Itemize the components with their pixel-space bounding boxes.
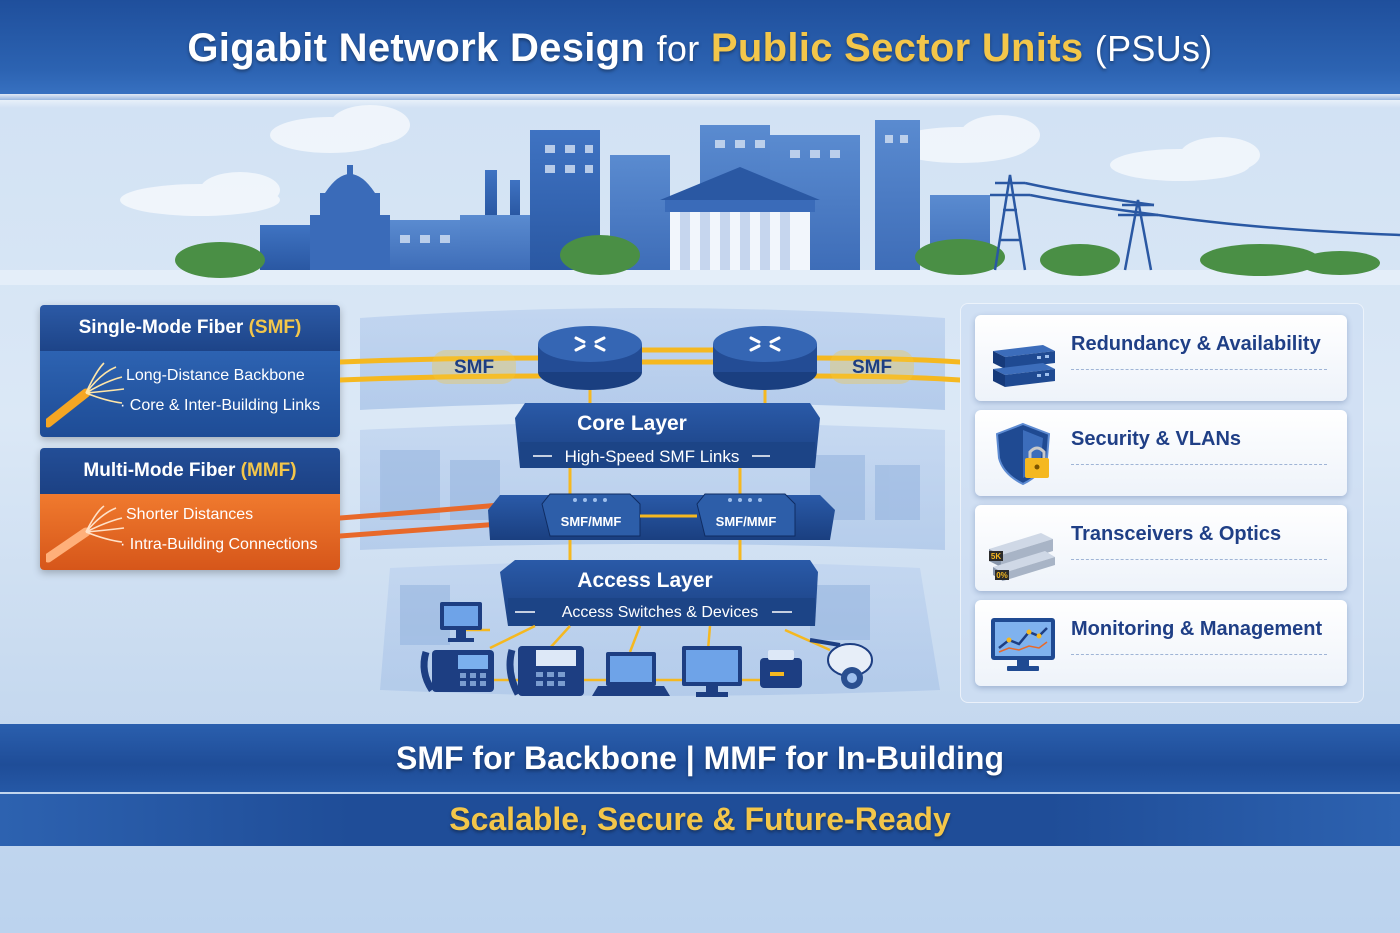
summary-band: SMF for Backbone | MMF for In-Building: [0, 724, 1400, 792]
access-point-icon: [760, 650, 802, 688]
access-layer-subtitle: Access Switches & Devices: [562, 604, 759, 621]
smf-label-right: SMF: [830, 350, 914, 384]
distribution-switch-left: SMF/MMF: [541, 493, 641, 537]
title-accent: Public Sector Units: [710, 26, 1084, 70]
title-main: Gigabit Network Design: [187, 26, 646, 70]
core-layer-title: Core Layer: [577, 412, 687, 435]
capitol-building: [310, 165, 390, 270]
smf-panel-body: Long-Distance Backbone · Core & Inter-Bu…: [40, 351, 340, 437]
feature-card-transceivers: 5K 0% Transceivers & Optics: [975, 505, 1347, 591]
mmf-panel-heading: Multi-Mode Fiber (MMF): [40, 448, 340, 494]
smf-panel: Single-Mode Fiber (SMF) Long-Distance Ba…: [40, 305, 340, 437]
smf-panel-heading: Single-Mode Fiber (SMF): [40, 305, 340, 351]
power-tower-icon: [990, 174, 1400, 271]
transceiver-tag: 0%: [996, 571, 1008, 580]
ip-phone-icon: [420, 650, 494, 692]
feature-card-label: Security & VLANs: [1071, 428, 1242, 450]
desktop-monitor-icon: [682, 646, 742, 697]
smf-heading-abbr: (SMF): [248, 317, 302, 338]
svg-text:SMF: SMF: [454, 357, 494, 378]
distribution-switch-left-label: SMF/MMF: [561, 514, 622, 529]
divider: [1071, 654, 1327, 655]
mmf-panel: Multi-Mode Fiber (MMF) Shorter Distances…: [40, 448, 340, 570]
tagline-band: Scalable, Secure & Future-Ready: [0, 794, 1400, 846]
smf-line-1: Long-Distance Backbone: [126, 367, 305, 384]
feature-card-security: Security & VLANs: [975, 410, 1347, 496]
feature-card-monitoring: Monitoring & Management: [975, 600, 1347, 686]
access-layer-title: Access Layer: [577, 569, 712, 592]
svg-text:SMF: SMF: [852, 357, 892, 378]
feature-card-label: Redundancy & Availability: [1071, 333, 1321, 355]
mmf-heading-abbr: (MMF): [240, 460, 297, 481]
tagline-text: Scalable, Secure & Future-Ready: [449, 801, 951, 837]
title-for: for: [656, 28, 700, 69]
desktop-monitor-icon: [440, 602, 482, 642]
shield-lock-icon: [995, 422, 1051, 486]
cloud: [120, 105, 1260, 216]
distribution-switch-right-label: SMF/MMF: [716, 514, 777, 529]
access-layer-block: Access Layer Access Switches & Devices: [500, 560, 818, 626]
core-layer-subtitle: High-Speed SMF Links: [565, 447, 740, 466]
mmf-line-1: Shorter Distances: [126, 506, 254, 523]
city-skyline-illustration: [0, 105, 1400, 285]
title-banner: Gigabit Network Design for Public Sector…: [0, 0, 1400, 108]
mmf-panel-body: Shorter Distances · Intra-Building Conne…: [40, 494, 340, 570]
monitor-chart-icon: [991, 618, 1055, 671]
feature-card-redundancy: Redundancy & Availability: [975, 315, 1347, 401]
smf-line-2: · Core & Inter-Building Links: [120, 397, 321, 414]
security-camera-icon: [809, 638, 873, 689]
divider: [1071, 464, 1327, 465]
courthouse-building: [660, 167, 820, 270]
smf-heading-text: Single-Mode Fiber: [78, 317, 244, 338]
feature-card-label: Monitoring & Management: [1071, 618, 1323, 640]
feature-card-label: Transceivers & Optics: [1071, 523, 1282, 545]
divider: [1071, 369, 1327, 370]
smf-fiber-links: [340, 347, 960, 383]
summary-text: SMF for Backbone | MMF for In-Building: [395, 740, 1004, 776]
server-stack-icon: [993, 345, 1055, 387]
distribution-layer-block: SMF/MMF SMF/MMF: [488, 493, 835, 540]
fiber-cable-icon: [46, 362, 125, 428]
mmf-heading-text: Multi-Mode Fiber: [83, 460, 236, 481]
core-layer-block: Core Layer High-Speed SMF Links: [515, 403, 820, 468]
title-paren: (PSUs): [1094, 28, 1213, 69]
core-router-right: [713, 326, 817, 390]
core-router-left: [538, 326, 642, 390]
distribution-switch-right: SMF/MMF: [696, 493, 796, 537]
mmf-line-2: · Intra-Building Connections: [120, 536, 318, 553]
divider: [1071, 559, 1327, 560]
ip-phone-icon: [506, 646, 584, 696]
laptop-icon: [592, 652, 670, 696]
mmf-fiber-links: [340, 502, 503, 539]
transceiver-tag: 5K: [991, 552, 1001, 561]
page-title: Gigabit Network Design for Public Sector…: [0, 26, 1400, 71]
smf-label-left: SMF: [432, 350, 516, 384]
tree: [175, 235, 1380, 278]
transceiver-icon: 5K 0%: [989, 533, 1055, 581]
fiber-cable-icon: [46, 505, 125, 563]
network-hierarchy-diagram: SMF SMF Core Layer High-Speed SMF Links: [340, 308, 960, 697]
